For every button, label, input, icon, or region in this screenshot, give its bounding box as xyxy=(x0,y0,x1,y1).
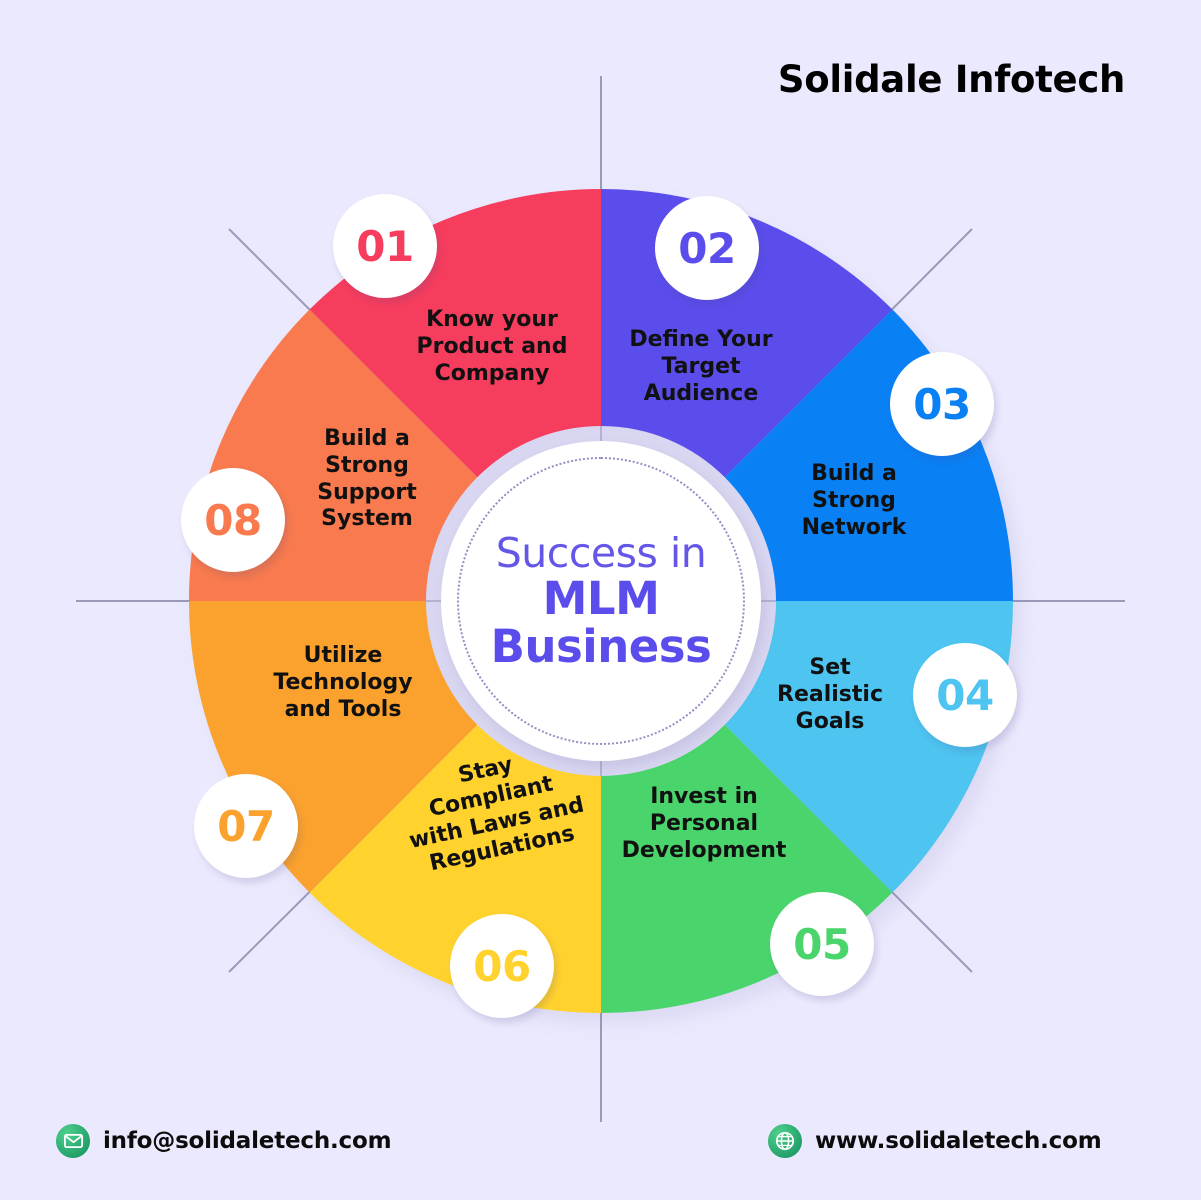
center-hub: Success in MLM Business xyxy=(441,441,761,761)
segment-badge-01[interactable]: 01 xyxy=(333,194,437,298)
center-title-line-2: MLM xyxy=(542,572,660,626)
segment-badge-05[interactable]: 05 xyxy=(770,892,874,996)
center-title: Success in MLM Business xyxy=(491,532,712,670)
badge-number-08: 08 xyxy=(204,495,262,545)
segment-badge-04[interactable]: 04 xyxy=(913,643,1017,747)
footer-email-text: info@solidaletech.com xyxy=(103,1128,392,1154)
page-title: Solidale Infotech xyxy=(777,58,1125,101)
badge-number-01: 01 xyxy=(356,221,414,271)
footer-website[interactable]: www.solidaletech.com xyxy=(768,1124,1102,1158)
segment-badge-06[interactable]: 06 xyxy=(450,914,554,1018)
center-title-line-3: Business xyxy=(490,619,712,673)
segment-badge-02[interactable]: 02 xyxy=(655,196,759,300)
center-title-line-1: Success in xyxy=(495,529,707,578)
segment-badge-08[interactable]: 08 xyxy=(181,468,285,572)
badge-number-05: 05 xyxy=(793,919,851,969)
badge-number-06: 06 xyxy=(473,941,531,991)
footer-email[interactable]: info@solidaletech.com xyxy=(56,1124,392,1158)
globe-icon xyxy=(768,1124,802,1158)
badge-number-02: 02 xyxy=(678,223,736,273)
badge-number-03: 03 xyxy=(913,379,971,429)
segment-badge-07[interactable]: 07 xyxy=(194,774,298,878)
center-dotted-ring xyxy=(457,457,745,745)
badge-number-04: 04 xyxy=(936,670,994,720)
segment-badge-03[interactable]: 03 xyxy=(890,352,994,456)
footer-website-text: www.solidaletech.com xyxy=(815,1128,1102,1154)
badge-number-07: 07 xyxy=(217,801,275,851)
email-icon xyxy=(56,1124,90,1158)
